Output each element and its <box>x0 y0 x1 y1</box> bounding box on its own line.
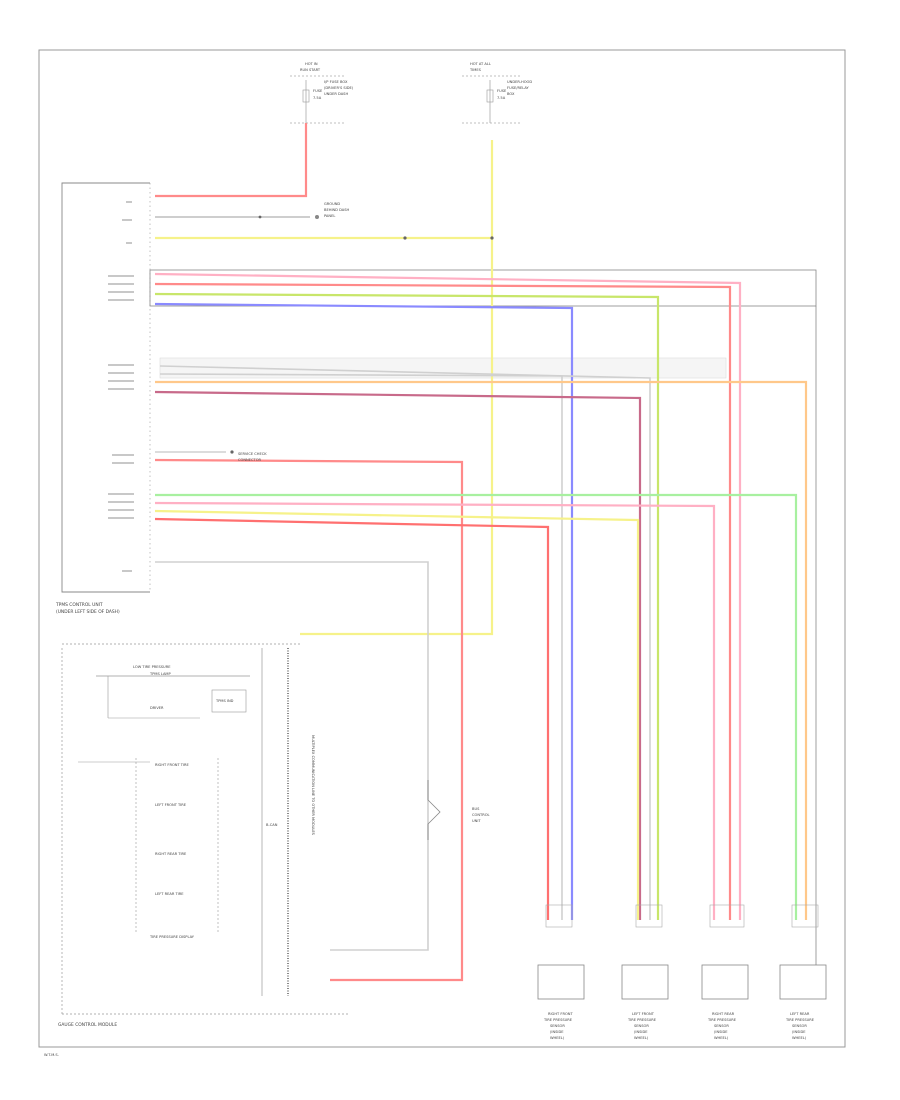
wire-service-red <box>154 458 464 982</box>
sensor-rf-label-1: RIGHT FRONT <box>548 1012 573 1016</box>
hot-run-fusebox-3: UNDER DASH <box>324 92 348 96</box>
sensor-lr: LEFT REAR TIRE PRESSURE SENSOR (INSIDE W… <box>779 964 827 1040</box>
circuit-label-1: TPMS IND <box>215 699 234 703</box>
sensor-rr-label-5: WHEEL) <box>714 1036 729 1040</box>
shield-band <box>159 357 727 379</box>
wire-blue-rf <box>154 302 574 920</box>
hot-always-fusebox-1: UNDER-HOOD <box>507 80 532 84</box>
wire-pink-lower <box>154 501 716 920</box>
sensor-lf-label-1: LEFT FRONT <box>632 1012 655 1016</box>
wire-yellow-ign <box>155 140 494 240</box>
multiplex-label: MULTIPLEX COMMUNICATION LINE TO OTHER MO… <box>311 735 315 836</box>
hot-run-fusebox-1: I/P FUSE BOX <box>324 80 348 84</box>
wire-yellow-lower <box>154 509 640 920</box>
power-source-hot-always: HOT AT ALL TIMES FUSE 7.5A UNDER-HOOD FU… <box>462 62 532 124</box>
hot-always-fuse-2: 7.5A <box>497 96 506 100</box>
sensor-rf-label-3: SENSOR <box>550 1024 565 1028</box>
wire-gray-1 <box>159 365 651 920</box>
wire-gray-bus <box>155 561 429 951</box>
lr-tire-label: LEFT REAR TIRE <box>155 892 184 896</box>
circuit-label-2: DRIVER <box>150 706 164 710</box>
hot-always-fusebox-2: FUSE/RELAY <box>507 86 529 90</box>
hot-always-title-2: TIMES <box>469 68 482 72</box>
sensor-rr: RIGHT REAR TIRE PRESSURE SENSOR (INSIDE … <box>701 964 749 1040</box>
tire-display-label: TIRE PRESSURE DISPLAY <box>149 935 195 939</box>
gauge-control-module: GAUGE CONTROL MODULE LOW TIRE PRESSURE T… <box>58 643 350 1028</box>
sensor-lf-label-2: TIRE PRESSURE <box>627 1018 657 1022</box>
hot-always-title-1: HOT AT ALL <box>470 62 491 66</box>
sensor-lf: LEFT FRONT TIRE PRESSURE SENSOR (INSIDE … <box>621 964 669 1040</box>
pin-label-marks <box>108 201 134 572</box>
sensor-rr-label-2: TIRE PRESSURE <box>707 1018 737 1022</box>
tpms-indicator-label: LOW TIRE PRESSURE <box>133 665 171 669</box>
wire-green-lf <box>154 292 660 920</box>
lf-tire-label: LEFT FRONT TIRE <box>155 803 187 807</box>
wire-red-lower <box>154 517 550 920</box>
wire-red-lr <box>154 282 732 920</box>
hot-run-title-1: HOT IN <box>305 62 318 66</box>
footer-code: W.T.M.S. <box>44 1053 59 1057</box>
wire-pink-rr <box>154 272 742 920</box>
sensor-lf-label-4: (INSIDE <box>634 1030 648 1034</box>
fuse-icon <box>486 89 494 103</box>
sensor-rf: RIGHT FRONT TIRE PRESSURE SENSOR (INSIDE… <box>537 964 585 1040</box>
sensor-lf-label-3: SENSOR <box>634 1024 649 1028</box>
hot-run-fuse-2: 7.5A <box>313 96 322 100</box>
sensor-lr-label-5: WHEEL) <box>792 1036 807 1040</box>
wire-gray-2 <box>159 373 563 920</box>
ground-callout: GROUND BEHIND DASH PANEL <box>315 202 350 219</box>
hot-run-fuse-1: FUSE <box>313 89 323 93</box>
sensor-lr-label-4: (INSIDE <box>792 1030 806 1034</box>
wire-power-red <box>155 123 308 198</box>
sensor-rf-label-2: TIRE PRESSURE <box>543 1018 573 1022</box>
sensor-lr-label-2: TIRE PRESSURE <box>785 1018 815 1022</box>
hot-run-fusebox-2: (DRIVER'S SIDE) <box>324 86 354 90</box>
wire-orange <box>155 380 808 920</box>
junction-dots <box>230 215 494 454</box>
bus-label: B-CAN <box>266 823 278 827</box>
sensor-rr-label-1: RIGHT REAR <box>712 1012 735 1016</box>
ground-label-2: BEHIND DASH <box>324 208 350 212</box>
hot-run-title-2: RUN START <box>300 68 321 72</box>
service-check-label-1: SERVICE CHECK <box>238 452 267 456</box>
sensor-rf-label-5: WHEEL) <box>550 1036 565 1040</box>
sensor-rr-label-3: SENSOR <box>714 1024 729 1028</box>
module-label-2: (UNDER LEFT SIDE OF DASH) <box>56 609 120 615</box>
hot-always-fusebox-3: BOX <box>507 92 515 96</box>
wire-set <box>154 123 808 982</box>
sensor-lr-label-3: SENSOR <box>792 1024 807 1028</box>
rr-tire-label: RIGHT REAR TIRE <box>155 852 187 856</box>
diagram-border <box>38 49 846 1048</box>
tpms-lamp-label: TPMS LAMP <box>149 672 172 676</box>
sensor-rf-label-4: (INSIDE <box>550 1030 564 1034</box>
hot-always-fuse-1: FUSE <box>497 89 507 93</box>
module-label-1: TPMS CONTROL UNIT <box>55 602 103 608</box>
sensor-rr-label-4: (INSIDE <box>714 1030 728 1034</box>
rf-tire-label: RIGHT FRONT TIRE <box>155 763 190 767</box>
harness-frame <box>149 269 817 307</box>
sensor-connectors <box>545 904 819 928</box>
ground-label-3: PANEL <box>324 214 335 218</box>
power-source-hot-run: HOT IN RUN START FUSE 7.5A I/P FUSE BOX … <box>290 62 354 124</box>
service-check-label-2: CONNECTOR <box>238 458 262 462</box>
wire-darkred <box>154 390 642 920</box>
sensor-lf-label-5: WHEEL) <box>634 1036 649 1040</box>
wire-green-lower <box>155 493 798 920</box>
bus-control-switch: BUS CONTROL UNIT <box>427 780 490 840</box>
wire-yellow-down <box>300 238 494 636</box>
bus-switch-label-2: CONTROL <box>472 813 490 817</box>
bus-switch-label-1: BUS <box>472 807 480 811</box>
bus-switch-label-3: UNIT <box>472 819 481 823</box>
sensor-lr-label-1: LEFT REAR <box>790 1012 810 1016</box>
tpms-control-unit: TPMS CONTROL UNIT (UNDER LEFT SIDE OF DA… <box>55 182 151 615</box>
fuse-icon <box>302 89 310 103</box>
gauge-title: GAUGE CONTROL MODULE <box>58 1022 117 1028</box>
ground-label-1: GROUND <box>324 202 340 206</box>
